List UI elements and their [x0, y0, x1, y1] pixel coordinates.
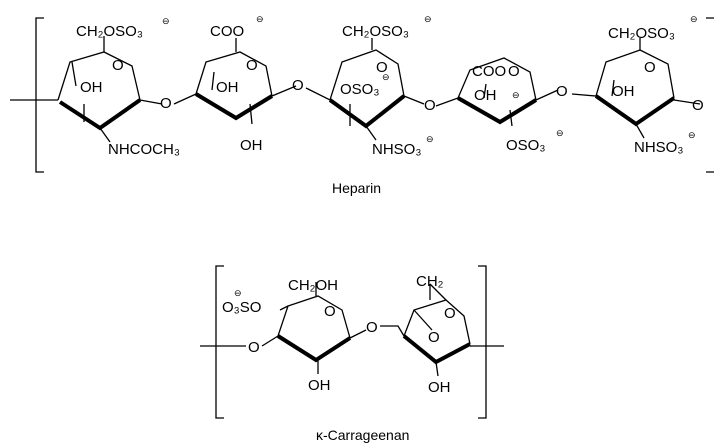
heparin-u5-ring-o: O [644, 59, 656, 76]
heparin-unit-2: COO ⊖ O OH OH O [173, 14, 304, 154]
heparin-u4-oh: OH [474, 87, 497, 104]
heparin-u4-sub-label: OSO₃ [506, 137, 545, 154]
heparin-u3-ring-o: O [376, 59, 388, 76]
carrageenan-u1-charge: ⊖ [234, 288, 242, 298]
heparin-u2-top-label: COO [210, 23, 244, 40]
heparin-unit-4: COO O ⊖ OH OSO₃ ⊖ O [435, 57, 568, 154]
carrageenan-u1-top-label: CH₂OH [288, 277, 338, 294]
heparin-u1-oh: OH [80, 79, 103, 96]
carrageenan-u1-left-label: O₃SO [222, 299, 261, 316]
heparin-u3-charge: ⊖ [424, 14, 432, 24]
heparin-caption: Heparin [332, 180, 381, 196]
heparin-u4-top-charge: ⊖ [512, 90, 520, 100]
carrageenan-link-o-1: O [248, 339, 260, 356]
heparin-u4-sub-charge: ⊖ [556, 128, 564, 138]
heparin-unit-1: CH₂OSO₃ ⊖ O OH NHCOCH₃ O [57, 16, 180, 158]
heparin-u1-ring-o: O [112, 57, 124, 74]
heparin-u4-ring-o: O [508, 63, 520, 80]
carrageenan-u2-ring-o: O [444, 305, 456, 322]
carrageenan-u1-ring-o: O [324, 303, 336, 320]
heparin-link-o-2: O [292, 77, 304, 94]
heparin-u2-oh2: OH [240, 137, 263, 154]
heparin-structure: CH₂OSO₃ ⊖ O OH NHCOCH₃ O COO ⊖ O OH OH O [10, 14, 714, 196]
heparin-u5-sub-charge: ⊖ [688, 130, 696, 140]
heparin-u5-sub-label: NHSO₃ [634, 139, 683, 156]
heparin-u3-sub-charge: ⊖ [426, 134, 434, 144]
carrageenan-u2-oh: OH [428, 379, 451, 396]
carrageenan-right-bracket [478, 265, 487, 419]
heparin-u1-top-label: CH₂OSO₃ [76, 23, 143, 40]
carrageenan-structure: CH₂OH O₃SO ⊖ O O OH O CH₂ O O OH κ-Carra… [200, 265, 504, 443]
heparin-u1-sub-label: NHCOCH₃ [108, 141, 180, 158]
carrageenan-left-bracket [215, 265, 224, 419]
carrageenan-link-o-2: O [366, 319, 378, 336]
heparin-u4-top-label: COO [472, 63, 506, 80]
carrageenan-u2-top-label: CH₂ [416, 273, 444, 290]
heparin-link-o-3: O [424, 97, 436, 114]
heparin-u3-mid-charge: ⊖ [382, 72, 390, 82]
heparin-u5-top-label: CH₂OSO₃ [608, 25, 675, 42]
heparin-u3-mid-label: OSO₃ [340, 81, 379, 98]
heparin-u2-charge: ⊖ [256, 14, 264, 24]
heparin-link-o-5: O [692, 97, 704, 114]
heparin-right-bracket [706, 17, 714, 173]
heparin-link-o-1: O [160, 95, 172, 112]
heparin-u3-sub-label: NHSO₃ [372, 141, 421, 158]
heparin-u3-top-label: CH₂OSO₃ [342, 23, 409, 40]
carrageenan-caption: κ-Carrageenan [316, 427, 409, 443]
carrageenan-unit-1: CH₂OH O₃SO ⊖ O O OH O [222, 277, 378, 394]
heparin-unit-5: CH₂OSO₃ ⊖ O OH NHSO₃ ⊖ O [571, 14, 704, 156]
heparin-u1-charge: ⊖ [162, 16, 170, 26]
heparin-u5-charge: ⊖ [690, 14, 698, 24]
heparin-left-bracket [35, 17, 44, 173]
carrageenan-unit-2: CH₂ O O OH [380, 273, 504, 396]
heparin-u5-oh: OH [612, 83, 635, 100]
heparin-link-o-4: O [556, 83, 568, 100]
heparin-u2-oh: OH [216, 79, 239, 96]
heparin-unit-3: CH₂OSO₃ ⊖ O OSO₃ ⊖ NHSO₃ ⊖ O [305, 14, 436, 158]
carrageenan-u1-oh: OH [308, 377, 331, 394]
carrageenan-u2-bridge-o: O [428, 329, 440, 346]
heparin-u2-ring-o: O [246, 57, 258, 74]
